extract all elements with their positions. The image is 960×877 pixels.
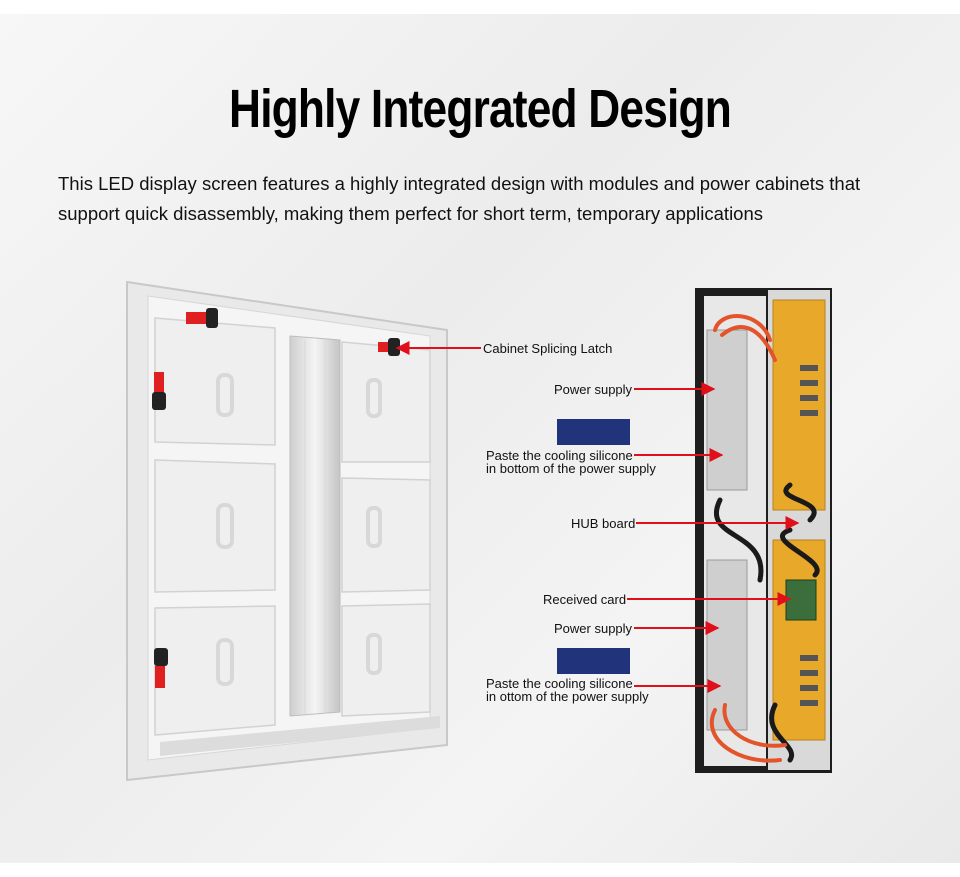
callout-cooling-1-line2: in bottom of the power supply [486, 461, 656, 476]
led-cabinet [126, 280, 448, 782]
callout-received-card: Received card [543, 592, 627, 607]
power-cabinet [695, 288, 832, 773]
callout-power-supply-1: Power supply [554, 382, 633, 397]
cooling-silicone-swatch-1 [557, 419, 630, 445]
cooling-silicone-swatch-2 [557, 648, 630, 674]
callout-cooling-2-line2: in ottom of the power supply [486, 689, 649, 704]
callout-power-supply-2: Power supply [554, 621, 633, 636]
callout-hub-board: HUB board [571, 516, 636, 531]
callout-latch: Cabinet Splicing Latch [483, 341, 613, 356]
page-description: This LED display screen features a highl… [58, 173, 861, 224]
callout-arrows [395, 341, 800, 693]
page-title: Highly Integrated Design [229, 79, 732, 139]
callout-cooling-2-line1: Paste the cooling silicone [486, 676, 633, 691]
callout-cooling-1-line1: Paste the cooling silicone [486, 448, 633, 463]
